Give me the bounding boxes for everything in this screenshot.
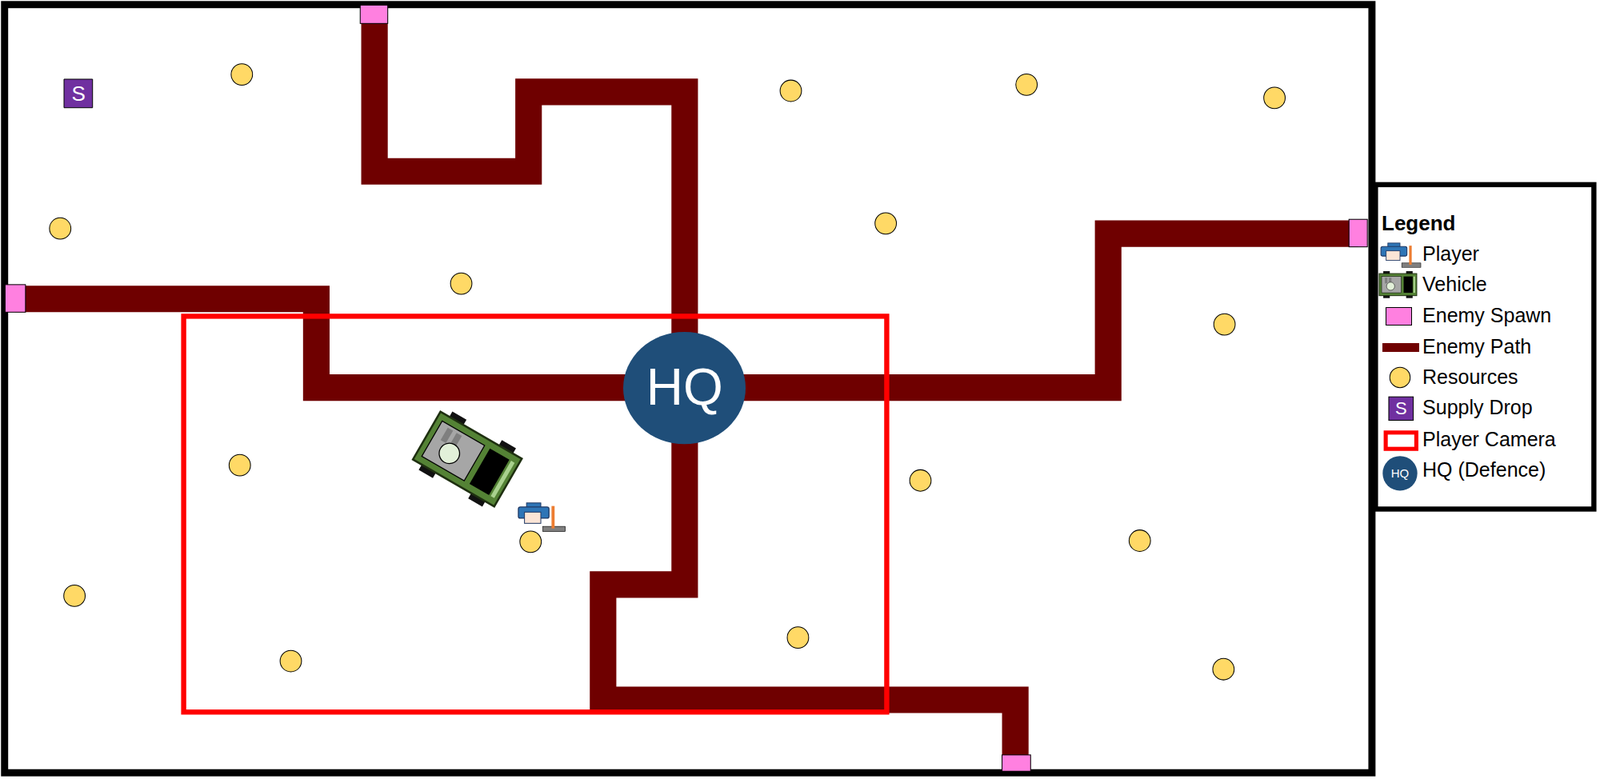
enemy-spawn — [1348, 219, 1368, 247]
hq-fill — [623, 332, 746, 444]
map-border — [4, 4, 1372, 773]
resource — [1128, 530, 1151, 552]
enemy-path — [736, 233, 1359, 388]
enemy-spawn — [1002, 755, 1032, 772]
resource — [875, 212, 897, 235]
resource — [520, 531, 542, 553]
legend-label: Enemy Spawn — [1422, 305, 1552, 328]
resource — [1212, 658, 1235, 680]
legend-supply-icon — [1388, 396, 1414, 420]
enemy-spawns — [4, 4, 1368, 772]
enemy-spawn — [4, 284, 26, 312]
resource — [787, 627, 809, 649]
vehicle — [409, 406, 525, 512]
legend-label: Resources — [1422, 366, 1519, 389]
spawn-swatch — [1385, 307, 1412, 326]
enemy-spawn — [360, 4, 388, 24]
enemy-path — [15, 299, 633, 388]
supply-fill — [64, 79, 93, 108]
legend-resource-icon — [1389, 367, 1411, 388]
resources — [49, 64, 1286, 680]
resource — [780, 80, 802, 102]
hq-circle: HQ — [623, 332, 746, 444]
legend-label: Enemy Path — [1422, 336, 1532, 359]
node-text: S — [72, 82, 86, 106]
legend-label: Player Camera — [1422, 428, 1556, 452]
path-swatch — [1382, 343, 1420, 352]
resource — [450, 272, 472, 295]
legend-label: Vehicle — [1422, 273, 1488, 296]
legend-box — [1375, 184, 1594, 510]
enemy-paths — [15, 15, 1359, 764]
supply-drop: S — [64, 79, 93, 108]
player — [518, 503, 566, 532]
legend-title: Legend — [1381, 212, 1456, 236]
resource — [280, 650, 302, 672]
resource — [1016, 73, 1038, 96]
legend-vehicle-icon — [1379, 271, 1417, 299]
resource — [64, 585, 86, 608]
legend-label: Supply Drop — [1422, 396, 1533, 420]
resource — [231, 64, 253, 86]
legend-label: Player — [1422, 243, 1480, 266]
icon-letter: S — [1395, 399, 1408, 419]
resource — [1264, 87, 1286, 109]
legend-camera-icon — [1385, 432, 1416, 449]
legend-label: HQ (Defence) — [1422, 459, 1546, 482]
legend-hq-icon — [1382, 456, 1417, 491]
player-camera — [184, 316, 888, 712]
resource — [1213, 313, 1236, 336]
resource — [909, 469, 932, 492]
enemy-path — [374, 15, 685, 342]
icon-text: HQ — [1391, 467, 1410, 481]
legend-player-icon — [1380, 243, 1421, 268]
node-text: HQ — [646, 359, 724, 416]
resource — [49, 217, 72, 240]
map-layer — [4, 4, 1595, 773]
resource — [228, 454, 251, 476]
